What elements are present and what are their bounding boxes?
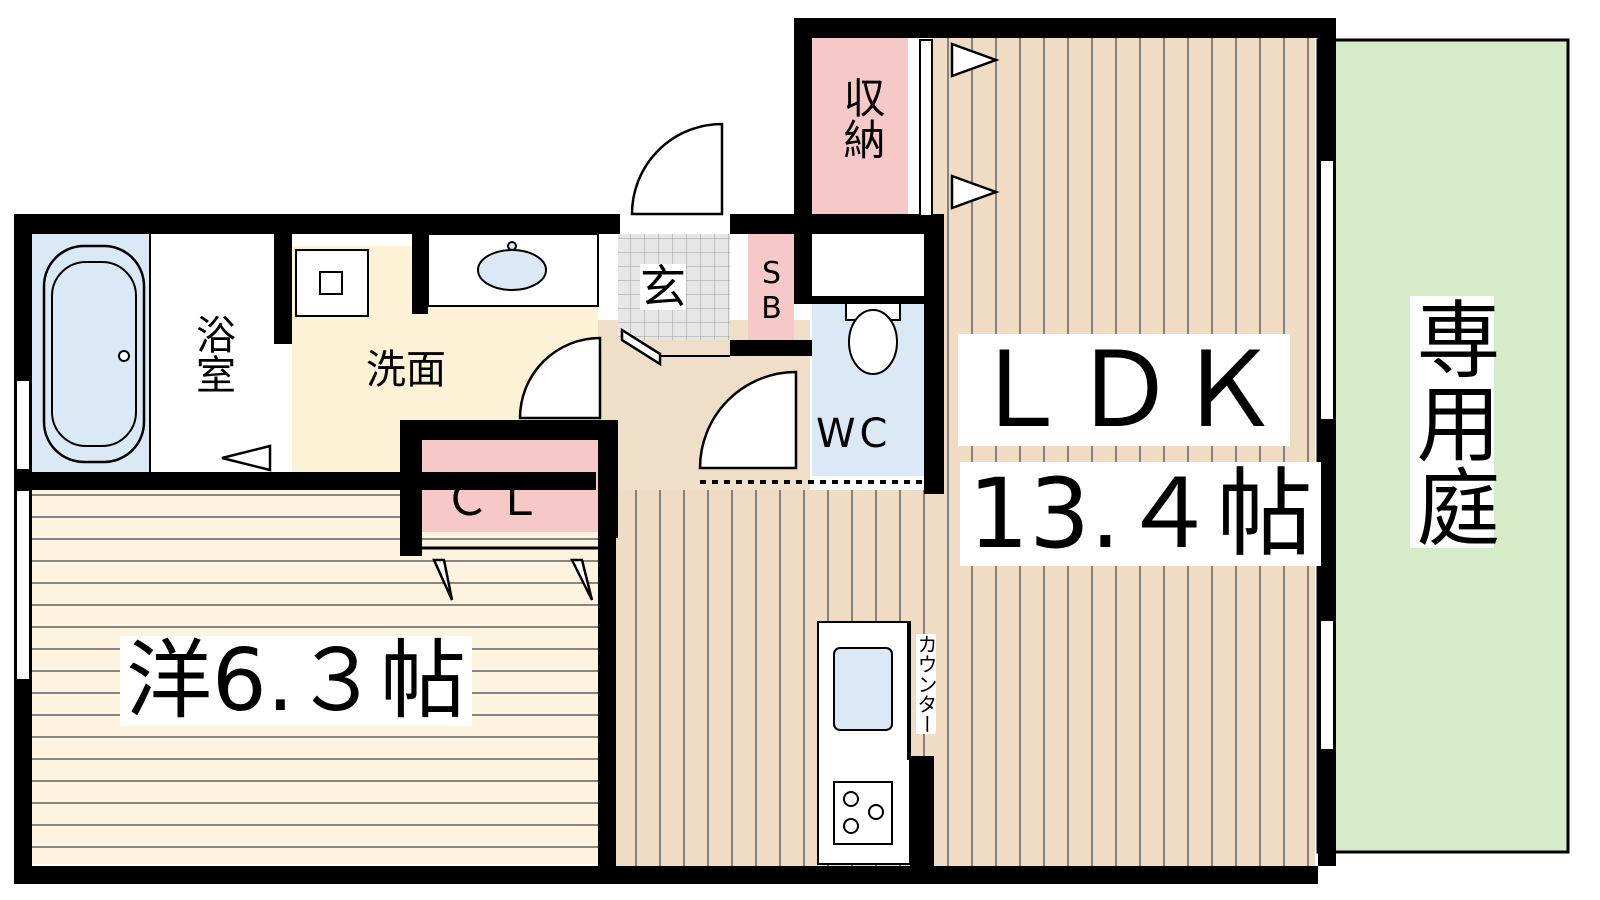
burner-1 xyxy=(843,791,859,807)
bathroom-dry-area xyxy=(150,234,274,472)
washing-machine-pan xyxy=(295,249,369,317)
windows xyxy=(15,39,1335,751)
ldk-floor xyxy=(930,38,1315,866)
bathtub-drain xyxy=(118,350,130,362)
bath-door xyxy=(221,444,272,472)
toilet-door-swing xyxy=(698,370,798,470)
storage-door-top xyxy=(950,42,1000,78)
front-door-swing xyxy=(630,122,724,216)
closet-door-right xyxy=(569,558,594,601)
washroom-door-swing xyxy=(518,336,602,420)
entry-step xyxy=(620,327,662,367)
storage-area xyxy=(812,38,908,214)
burner-3 xyxy=(843,818,859,834)
burner-2 xyxy=(868,804,884,820)
counter-label: カウンター xyxy=(914,634,938,734)
wash-basin xyxy=(477,249,547,291)
closet-door-left xyxy=(432,558,454,601)
shoe-box-area xyxy=(748,234,794,340)
shoe-box-label: SB xyxy=(754,256,789,326)
storage-door-bottom xyxy=(950,174,1000,210)
faucet xyxy=(507,241,517,251)
western-room-label: 洋6.３帖 xyxy=(120,636,473,726)
ldk-size-label: 13.４帖 xyxy=(960,462,1321,566)
closet-label: ＣＬ xyxy=(444,472,548,526)
toilet-bowl xyxy=(848,309,898,375)
bathroom-label: 浴室 xyxy=(189,314,235,394)
doors xyxy=(221,42,1000,601)
storage-label: 収納 xyxy=(837,76,886,160)
washroom-label: 洗面 xyxy=(366,347,446,393)
entrance-label: 玄 xyxy=(640,260,686,314)
washing-machine-drain xyxy=(319,271,343,295)
toilet-label: WC xyxy=(816,411,892,457)
kitchen-sink xyxy=(833,647,893,731)
ldk-name-label: ＬＤＫ xyxy=(958,334,1291,446)
bathtub-inner xyxy=(51,261,137,447)
private-garden-label: 専用庭 xyxy=(1403,296,1501,548)
